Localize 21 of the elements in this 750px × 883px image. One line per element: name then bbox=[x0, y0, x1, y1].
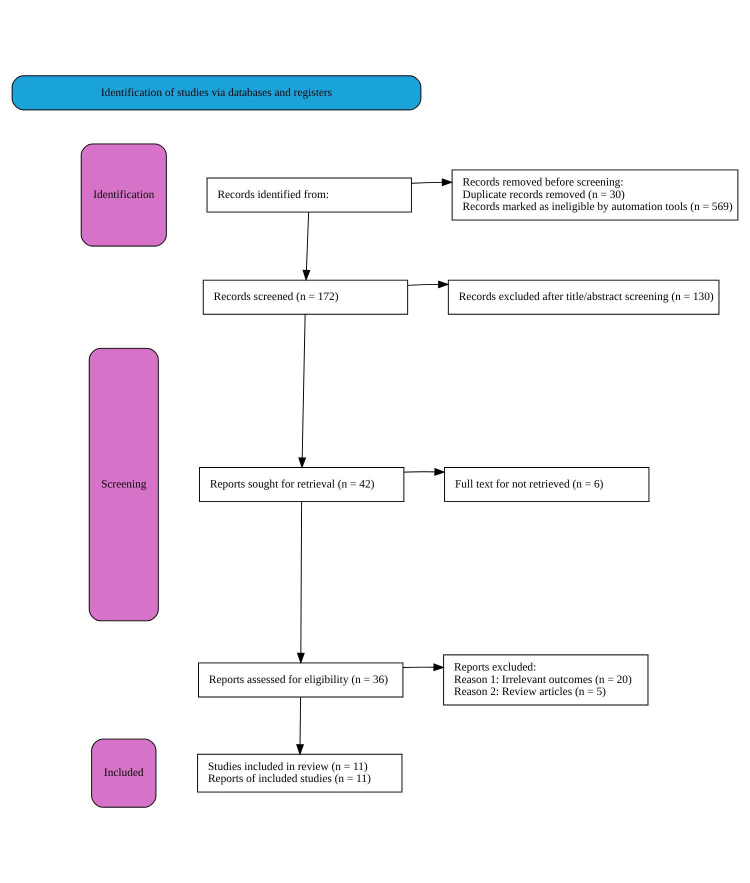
arrow bbox=[296, 696, 304, 756]
node-box: Identification bbox=[80, 143, 167, 247]
node-box: Identification of studies via databases and registers bbox=[12, 75, 422, 110]
node-box: Records excluded after title/abstract screening (n = 130) bbox=[448, 280, 720, 315]
node-box: Reports sought for retrieval (n = 42) bbox=[199, 467, 404, 502]
node-box: Reports excluded: Reason 1: Irrelevant outcomes (n = 20) Reason 2: Review articles (n = 5) bbox=[443, 654, 648, 706]
arrow bbox=[403, 468, 446, 476]
node-box: Included bbox=[91, 738, 156, 808]
arrow bbox=[302, 212, 310, 282]
node-box: Records identified from: bbox=[206, 178, 412, 213]
node-box: Records screened (n = 172) bbox=[202, 280, 408, 315]
node-box: Records removed before screening: Duplicate records removed (n = 30) Records marked as ineligible by automation tools (n = 569) bbox=[452, 169, 738, 221]
arrow bbox=[296, 501, 305, 664]
node-box: Screening bbox=[88, 348, 159, 622]
arrow bbox=[402, 663, 445, 672]
arrow bbox=[407, 280, 450, 288]
arrow bbox=[411, 178, 454, 186]
arrow bbox=[298, 314, 306, 469]
node-box: Full text for not retrieved (n = 6) bbox=[444, 467, 650, 502]
node-box: Studies included in review (n = 11) Reports of included studies (n = 11) bbox=[197, 754, 402, 793]
node-box: Reports assessed for eligibility (n = 36) bbox=[198, 662, 404, 698]
